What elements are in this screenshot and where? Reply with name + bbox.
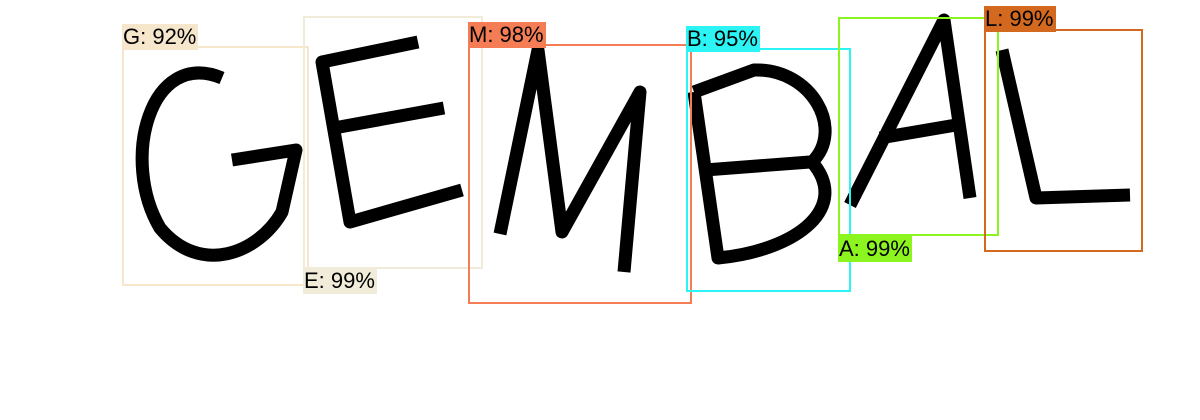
glyph-m bbox=[493, 43, 647, 273]
label-g: G: 92% bbox=[122, 24, 199, 50]
glyph-b bbox=[687, 63, 832, 265]
label-b: B: 95% bbox=[686, 26, 760, 52]
glyph-e bbox=[315, 35, 464, 229]
bbox-g bbox=[122, 46, 309, 286]
label-l: L: 99% bbox=[984, 6, 1056, 32]
bbox-e bbox=[303, 16, 483, 269]
label-m: M: 98% bbox=[468, 22, 546, 48]
glyph-a bbox=[844, 13, 977, 208]
bbox-a bbox=[838, 17, 999, 236]
bbox-l bbox=[984, 29, 1143, 252]
label-e: E: 99% bbox=[303, 268, 377, 294]
glyph-l bbox=[995, 48, 1131, 205]
label-a: A: 99% bbox=[838, 236, 912, 262]
bbox-b bbox=[686, 48, 851, 292]
bbox-m bbox=[468, 44, 692, 304]
glyph-g bbox=[135, 66, 303, 262]
